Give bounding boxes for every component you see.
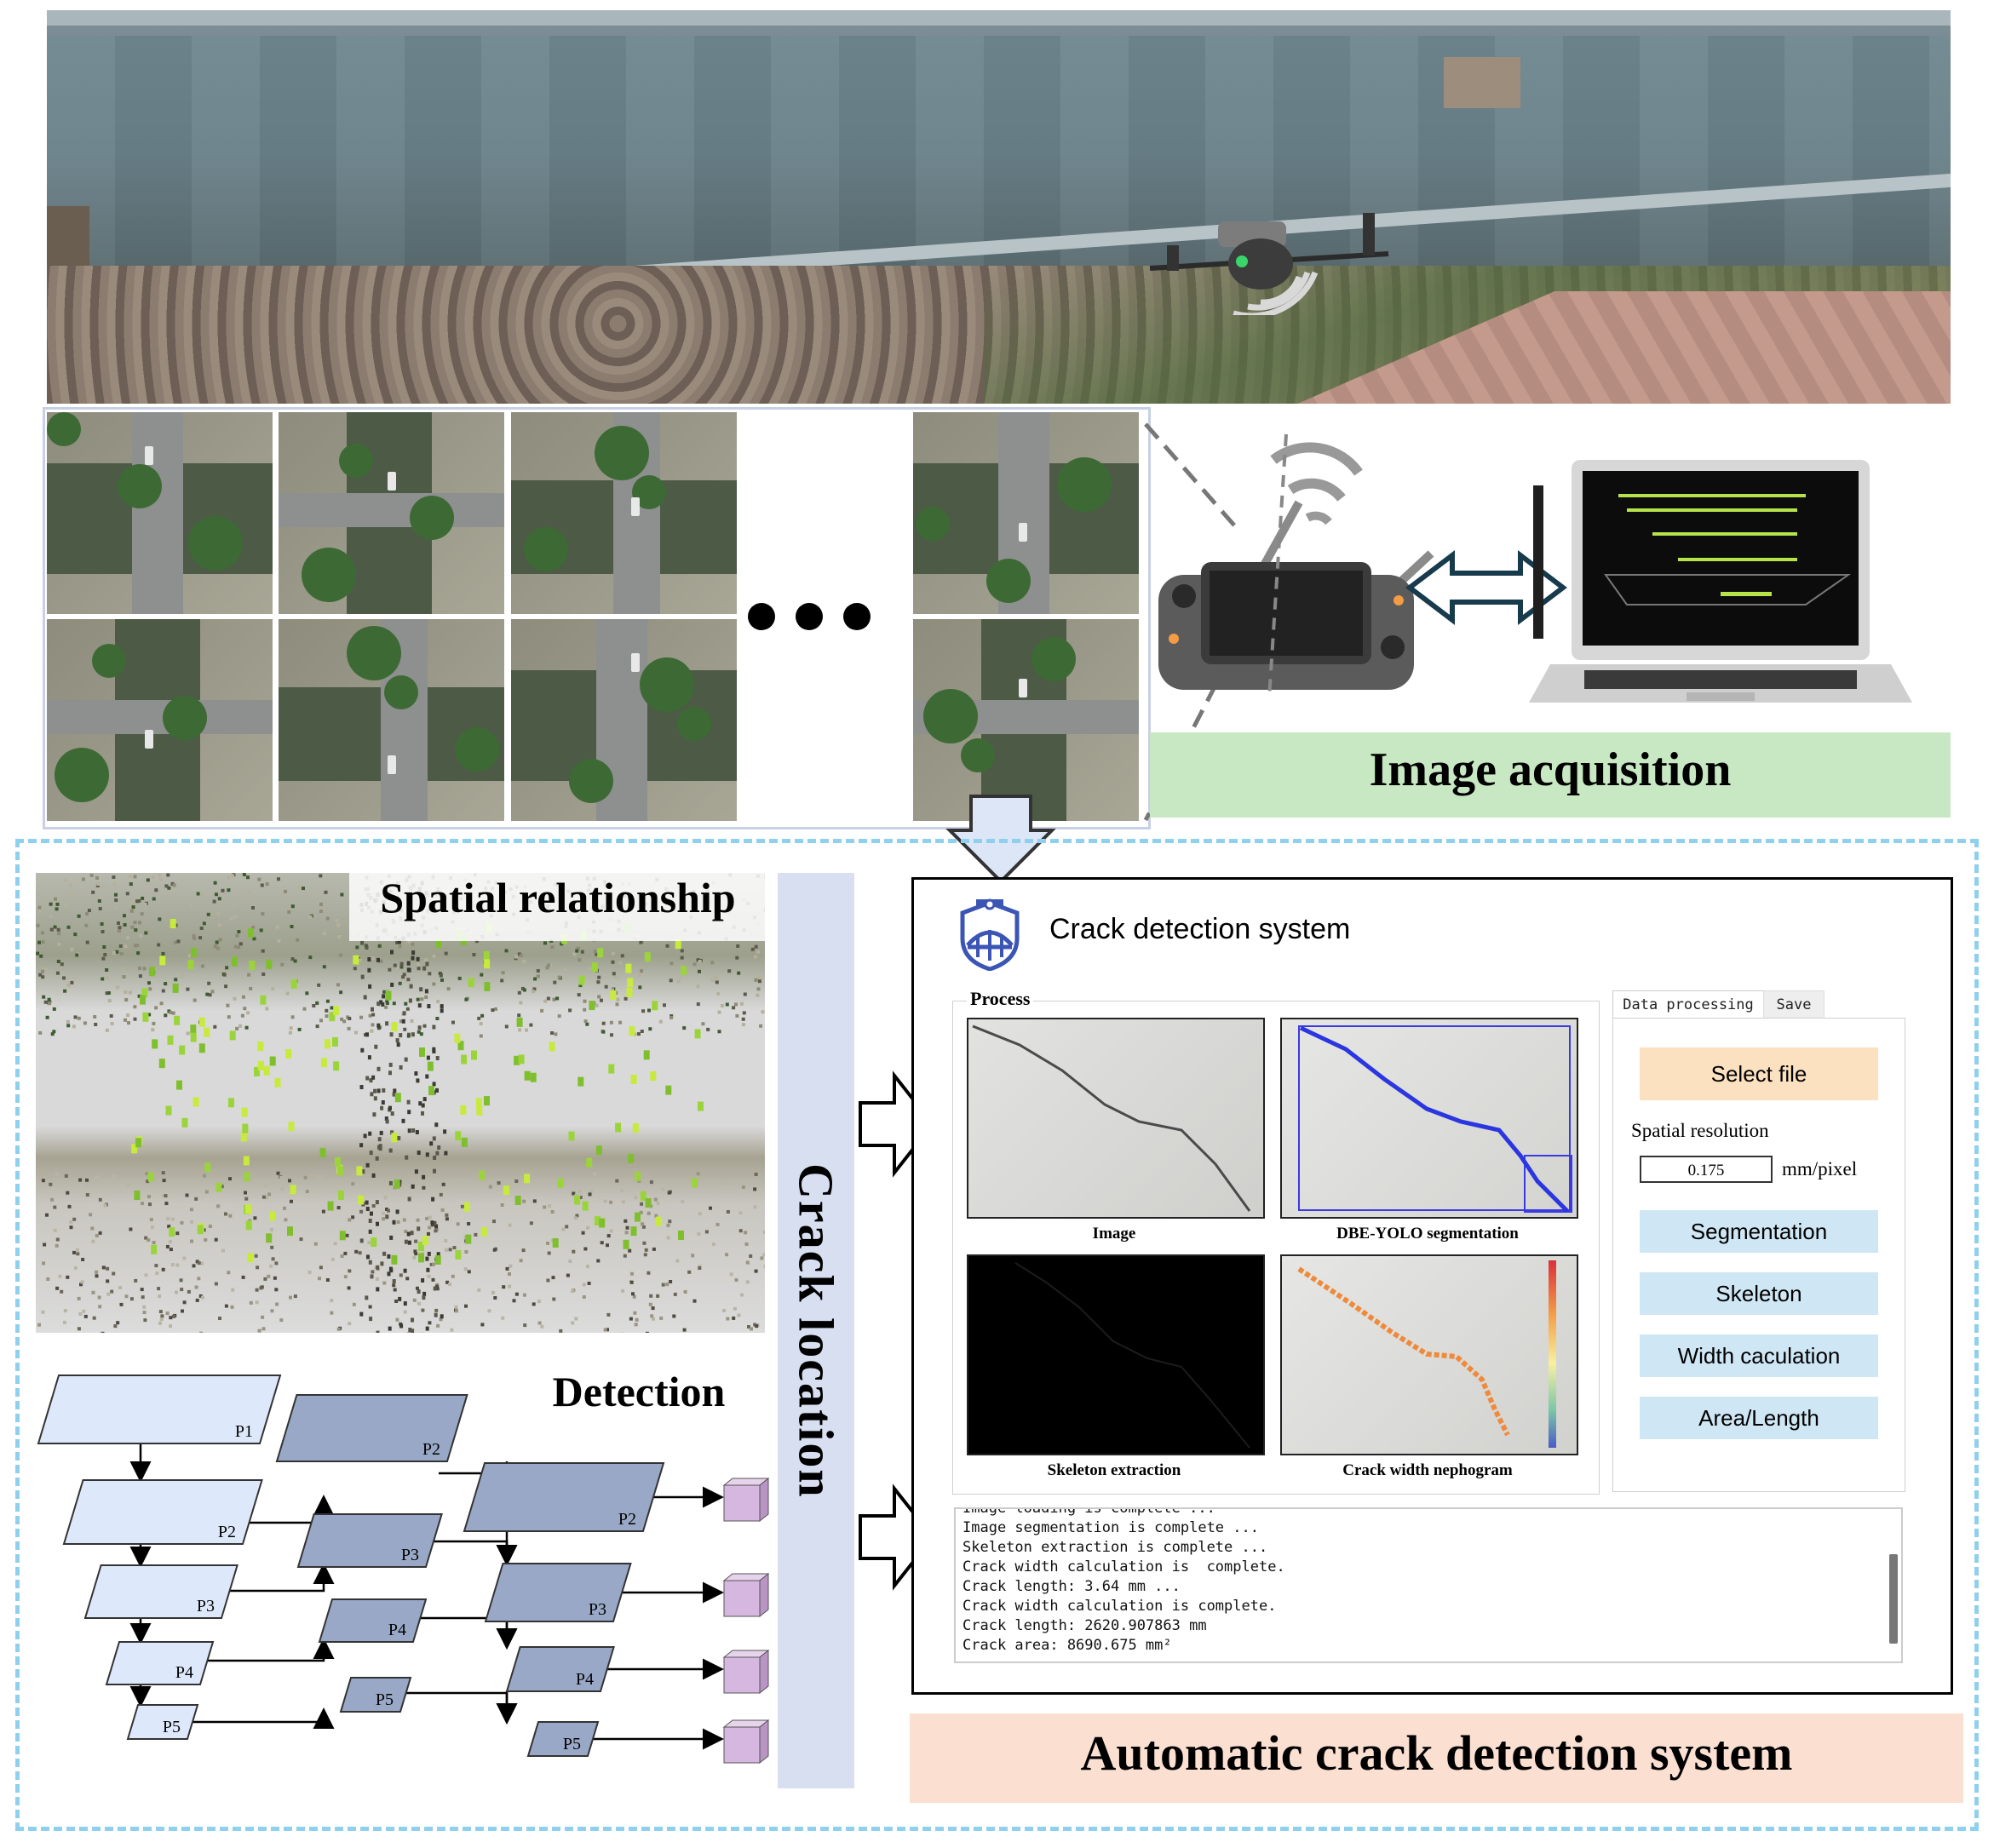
image-caption: Image: [1092, 1225, 1136, 1243]
backbone-block-label: P3: [197, 1597, 215, 1616]
area-length-button[interactable]: Area/Length: [1640, 1397, 1878, 1439]
log-line: Crack width calculation is complete.: [963, 1598, 1277, 1615]
original-image-panel: [967, 1018, 1265, 1219]
log-scrollbar[interactable]: [1889, 1554, 1898, 1644]
crack-location-bar: [778, 873, 854, 1788]
skeleton-caption: Skeleton extraction: [1047, 1461, 1181, 1479]
skeleton-button[interactable]: Skeleton: [1640, 1272, 1878, 1315]
log-line: Image loading is complete ...: [963, 1507, 1215, 1517]
neck-topdown-block: [296, 1513, 443, 1568]
neck-bottomup-block: [526, 1721, 600, 1757]
flow-arrow: [196, 1638, 335, 1662]
neck-topdown-block-label: P3: [401, 1546, 419, 1564]
crack-detection-frame: [15, 839, 1979, 1831]
nephogram-panel: [1280, 1254, 1578, 1455]
backbone-block: [37, 1375, 282, 1444]
log-line: Crack width calculation is complete.: [963, 1558, 1285, 1575]
aerial-image-tile: [47, 619, 273, 821]
system-banner: [910, 1713, 1963, 1803]
drone-icon: [1149, 213, 1389, 315]
photo-sky: [47, 10, 1951, 26]
aerial-image-tile: [47, 412, 273, 614]
spatial-resolution-label: Spatial resolution: [1631, 1120, 1769, 1141]
wall-box: [47, 206, 89, 266]
neck-topdown-block-label: P4: [388, 1621, 406, 1639]
remote-controller-icon: [1158, 433, 1434, 699]
backbone-block: [105, 1641, 215, 1685]
flow-arrow: [179, 1707, 335, 1729]
neck-topdown-block: [339, 1677, 412, 1713]
aerial-image-tile: [279, 619, 504, 821]
tab-data-processing[interactable]: Data processing: [1612, 990, 1764, 1019]
nephogram-caption: Crack width nephogram: [1342, 1461, 1513, 1479]
segmentation-caption: DBE-YOLO segmentation: [1336, 1225, 1519, 1243]
bidirectional-arrow-icon: [1405, 549, 1567, 626]
neck-bottomup-block: [505, 1646, 615, 1692]
flow-arrow: [217, 1563, 335, 1593]
select-file-button[interactable]: Select file: [1640, 1047, 1878, 1100]
neck-bottomup-block: [484, 1563, 632, 1622]
system-title: Automatic crack detection system: [1080, 1725, 1793, 1781]
output-cube-icon: [722, 1719, 770, 1765]
neck-bottomup-block-label: P4: [576, 1670, 594, 1689]
image-acquisition-title: Image acquisition: [1369, 743, 1732, 796]
laptop-icon: [1529, 460, 1912, 703]
aerial-image-tile: [511, 619, 737, 821]
detection-title: Detection: [552, 1368, 726, 1415]
point-cloud-scatter: [36, 873, 765, 1333]
log-line: Crack length: 2620.907863 mm: [963, 1617, 1207, 1634]
spatial-resolution-input[interactable]: 0.175: [1640, 1156, 1773, 1183]
bridge-drone-photo: [47, 10, 1951, 404]
backbone-block-label: P2: [218, 1523, 236, 1541]
backbone-block: [126, 1704, 199, 1740]
neck-bottomup-block: [463, 1462, 665, 1532]
backbone-block-label: P5: [163, 1718, 181, 1736]
process-group: [952, 1001, 1600, 1495]
tab-save[interactable]: Save: [1763, 990, 1824, 1019]
neck-topdown-block: [275, 1394, 468, 1462]
log-line: Crack area: 8690.675 mm²: [963, 1637, 1172, 1654]
aerial-image-tile: [913, 412, 1139, 614]
backbone-block: [83, 1564, 238, 1619]
neck-bottomup-block-label: P5: [563, 1735, 581, 1753]
backbone-block: [62, 1479, 263, 1545]
neck-topdown-block-label: P5: [376, 1690, 394, 1709]
segmentation-panel: [1280, 1018, 1578, 1219]
neck-bottomup-block-label: P3: [589, 1600, 606, 1619]
drone-bridge-logo-icon: [960, 898, 1020, 971]
width-calculation-button[interactable]: Width caculation: [1640, 1334, 1878, 1377]
output-cube-icon: [722, 1477, 770, 1523]
log-line: Crack length: 3.64 mm ...: [963, 1578, 1181, 1595]
backbone-block-label: P1: [235, 1422, 253, 1441]
output-cube-icon: [722, 1572, 770, 1618]
log-line: Skeleton extraction is complete ...: [963, 1539, 1268, 1556]
aerial-image-tile: [279, 412, 504, 614]
spatial-title-background: [349, 873, 765, 941]
neck-topdown-block-label: P2: [422, 1440, 440, 1459]
crack-location-label-wrap: Crack location: [778, 873, 854, 1788]
neck-topdown-block: [318, 1598, 428, 1643]
neck-bottomup-block-label: P2: [618, 1510, 636, 1529]
log-output[interactable]: Image loading is complete ... Image segm…: [954, 1507, 1903, 1663]
bridge-wall: [47, 36, 1951, 266]
point-cloud-view: [36, 873, 765, 1333]
junction-box: [1444, 57, 1520, 108]
app-title: Crack detection system: [1049, 913, 1351, 945]
aerial-image-tile: [511, 412, 737, 614]
process-label: Process: [967, 988, 1034, 1010]
crack-location-title: Crack location: [788, 1162, 844, 1499]
ellipsis-dots: [748, 603, 901, 630]
spatial-relationship-title: Spatial relationship: [380, 874, 736, 921]
output-cube-icon: [722, 1649, 770, 1695]
aerial-image-tile: [913, 619, 1139, 821]
backbone-block-label: P4: [175, 1663, 193, 1682]
segmentation-button[interactable]: Segmentation: [1640, 1210, 1878, 1253]
log-line: Image segmentation is complete ...: [963, 1519, 1259, 1536]
image-acquisition-banner: [1150, 732, 1951, 818]
skeleton-panel: [967, 1254, 1265, 1455]
log-lines: Image loading is complete ... Image segm…: [963, 1507, 1285, 1656]
spatial-resolution-unit: mm/pixel: [1782, 1158, 1858, 1179]
